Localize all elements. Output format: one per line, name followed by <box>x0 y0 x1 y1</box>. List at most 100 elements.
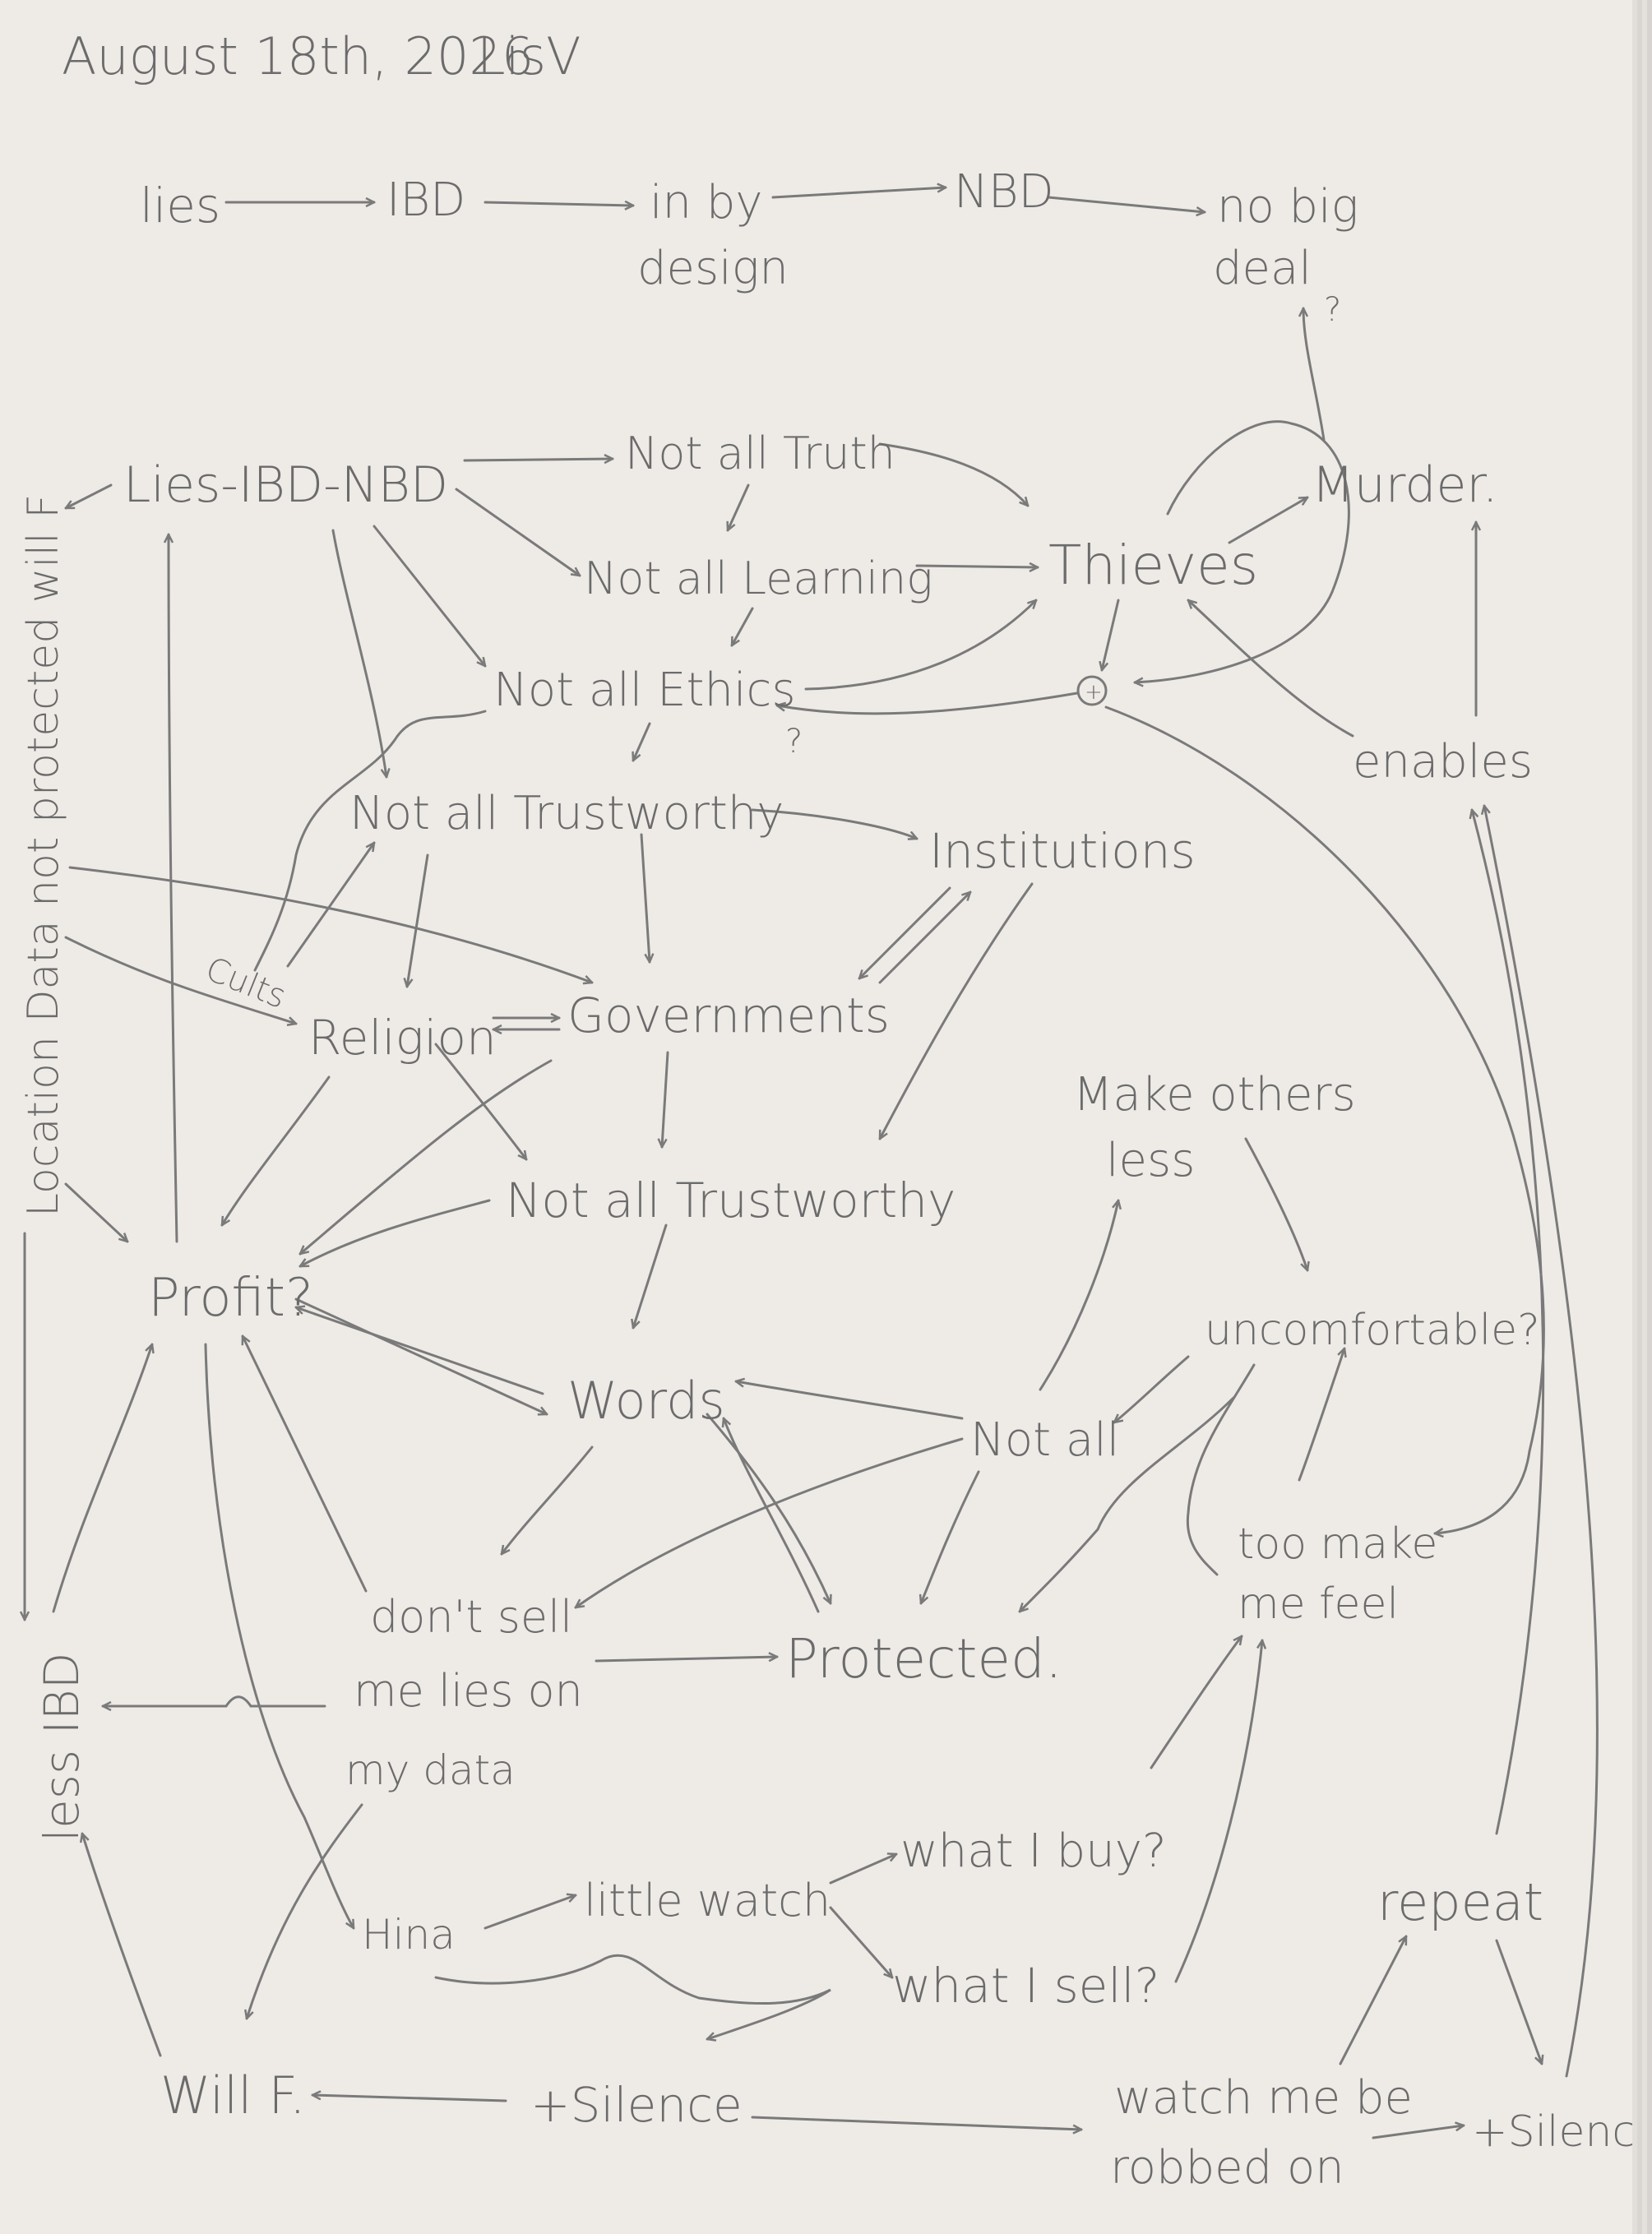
edge-repeat-silence2 <box>1495 1939 1542 2064</box>
node-what-i-buy: what I buy? <box>900 1825 1167 1878</box>
node-not-all-truth: Not all Truth <box>625 428 895 479</box>
edge-learning-ethics <box>730 607 754 645</box>
node-words: Words <box>567 1371 725 1431</box>
node-plus-circle: + <box>1085 680 1103 705</box>
edge-profit-lies <box>169 533 178 1243</box>
node-what-i-sell: what I sell? <box>892 1958 1159 2014</box>
edge-lies-ethics <box>373 525 485 666</box>
edge-silence2-enables <box>1484 806 1599 2078</box>
node-protected: Protected. <box>785 1627 1062 1691</box>
edge-ibd-inby <box>484 202 635 206</box>
edge-enables-thieves <box>1188 600 1354 738</box>
edge-toomake-uncomfortable <box>1298 1348 1344 1482</box>
edge-trustworthy-governments <box>640 833 650 964</box>
node-governments: Governments <box>567 987 890 1043</box>
edge-institutions-governments <box>859 886 951 978</box>
q-deal: ? <box>1324 291 1341 329</box>
node-no-big-deal-2: deal <box>1213 242 1312 295</box>
edge-truth-learning <box>728 483 750 530</box>
edge-governments-profit <box>300 1059 553 1254</box>
node-ibd: IBD <box>386 173 465 227</box>
node-dont-sell-1: don't sell <box>370 1591 572 1643</box>
edge-notall-makeothers <box>1039 1200 1118 1391</box>
edge-governments-nat2 <box>662 1051 669 1149</box>
node-in-by-design-2: design <box>637 242 789 295</box>
edge-murder-deal <box>1303 307 1326 442</box>
edge-words-dontsell <box>502 1445 594 1554</box>
edge-thieves-circle <box>1102 599 1120 670</box>
edge-notall-protected <box>921 1470 980 1603</box>
edge-protected-words <box>724 1418 820 1613</box>
node-cults: Cults <box>201 950 292 1016</box>
edge-institutions-nat2 <box>878 882 1034 1139</box>
node-not-all-trustworthy-mid: Not all Trustworthy <box>506 1173 956 1228</box>
node-hina: Hina <box>362 1911 456 1959</box>
edge-littlewatch-sell <box>829 1906 892 1977</box>
node-institutions: Institutions <box>929 823 1196 879</box>
edge-profit-hina <box>204 1343 355 1928</box>
node-not-all-learning: Not all Learning <box>584 553 933 604</box>
node-lies-ibd-nbd: Lies-IBD-NBD <box>123 456 448 514</box>
node-make-others-less-2: less <box>1106 1134 1195 1187</box>
header-author: LisV <box>477 26 581 86</box>
node-too-make-me-feel-2: me feel <box>1238 1580 1399 1629</box>
edge-repeat-enables <box>1472 810 1545 1835</box>
node-no-big-deal-1: no big <box>1217 180 1358 234</box>
edge-makeothers-uncomfortable <box>1244 1137 1307 1270</box>
node-location-data: Location Data not protected will F <box>19 494 68 1217</box>
node-less-ibd: less IBD <box>34 1653 90 1842</box>
edge-ethics-trustworthy <box>633 722 651 761</box>
edge-watch-repeat <box>1339 1936 1408 2065</box>
node-not-all-ethics: Not all Ethics <box>493 664 796 717</box>
edge-ethics-thieves <box>804 600 1036 691</box>
edge-hina-littlewatch <box>484 1895 576 1930</box>
edge-uncomfortable-toomake <box>1186 1363 1256 1576</box>
node-not-all-trustworthy-top: Not all Trustworthy <box>349 787 784 840</box>
node-repeat: repeat <box>1377 1872 1543 1932</box>
edge-buy-toomake <box>1150 1636 1242 1769</box>
node-silence-2: +Silence <box>1472 2107 1632 2157</box>
node-silence-1: +Silence <box>530 2077 743 2133</box>
node-dont-sell-2: me lies on <box>354 1665 583 1717</box>
edge-silence-watch <box>751 2116 1083 2130</box>
node-dont-sell-3: my data <box>345 1746 516 1794</box>
node-lies: lies <box>140 178 220 234</box>
edge-ethics-curve <box>253 710 487 972</box>
edge-notall-dontsell <box>576 1437 964 1607</box>
edge-cults-trustworthy <box>286 843 374 968</box>
node-not-all: Not all <box>970 1413 1119 1467</box>
edge-words-profit <box>296 1307 544 1395</box>
edge-lies-trustworthy <box>331 529 386 777</box>
edge-silence-willf <box>311 2095 507 2102</box>
edge-lies-learning <box>455 488 580 576</box>
node-watch-me-2: robbed on <box>1110 2141 1344 2195</box>
edge-location-religion <box>64 936 296 1024</box>
plus-circle-shape <box>1076 675 1108 706</box>
edge-lies-truth <box>463 459 614 460</box>
edge-circle-ethics <box>777 691 1079 715</box>
edge-governments-institutions <box>878 892 970 984</box>
header-date: August 18th, 2026 <box>62 26 534 86</box>
edge-words-protected <box>706 1413 831 1603</box>
node-uncomfortable: uncomfortable? <box>1205 1306 1540 1355</box>
edge-hina-silence-squiggle <box>434 1954 831 2039</box>
edge-location-governments <box>68 866 592 983</box>
edge-watch-silence2 <box>1372 2125 1464 2139</box>
edge-thieves-murder <box>1228 496 1307 544</box>
edge-inby-nbd <box>771 187 947 199</box>
edge-longarc-toomake <box>1435 1450 1531 1533</box>
edge-sell-toomake <box>1174 1640 1262 1983</box>
edge-willf-lessibd <box>82 1834 162 2057</box>
edge-learning-thieves <box>915 566 1039 567</box>
node-too-make-me-feel-1: too make <box>1238 1519 1437 1569</box>
edge-location-profit <box>64 1182 127 1242</box>
node-thieves: Thieves <box>1048 534 1258 597</box>
node-religion: Religion <box>308 1010 497 1066</box>
node-will-f: Will F. <box>160 2065 306 2125</box>
node-in-by-design-1: in by <box>650 176 763 229</box>
node-nbd: NBD <box>954 165 1054 219</box>
edge-nat2-profit <box>300 1199 491 1268</box>
node-watch-me-1: watch me be <box>1114 2071 1413 2125</box>
